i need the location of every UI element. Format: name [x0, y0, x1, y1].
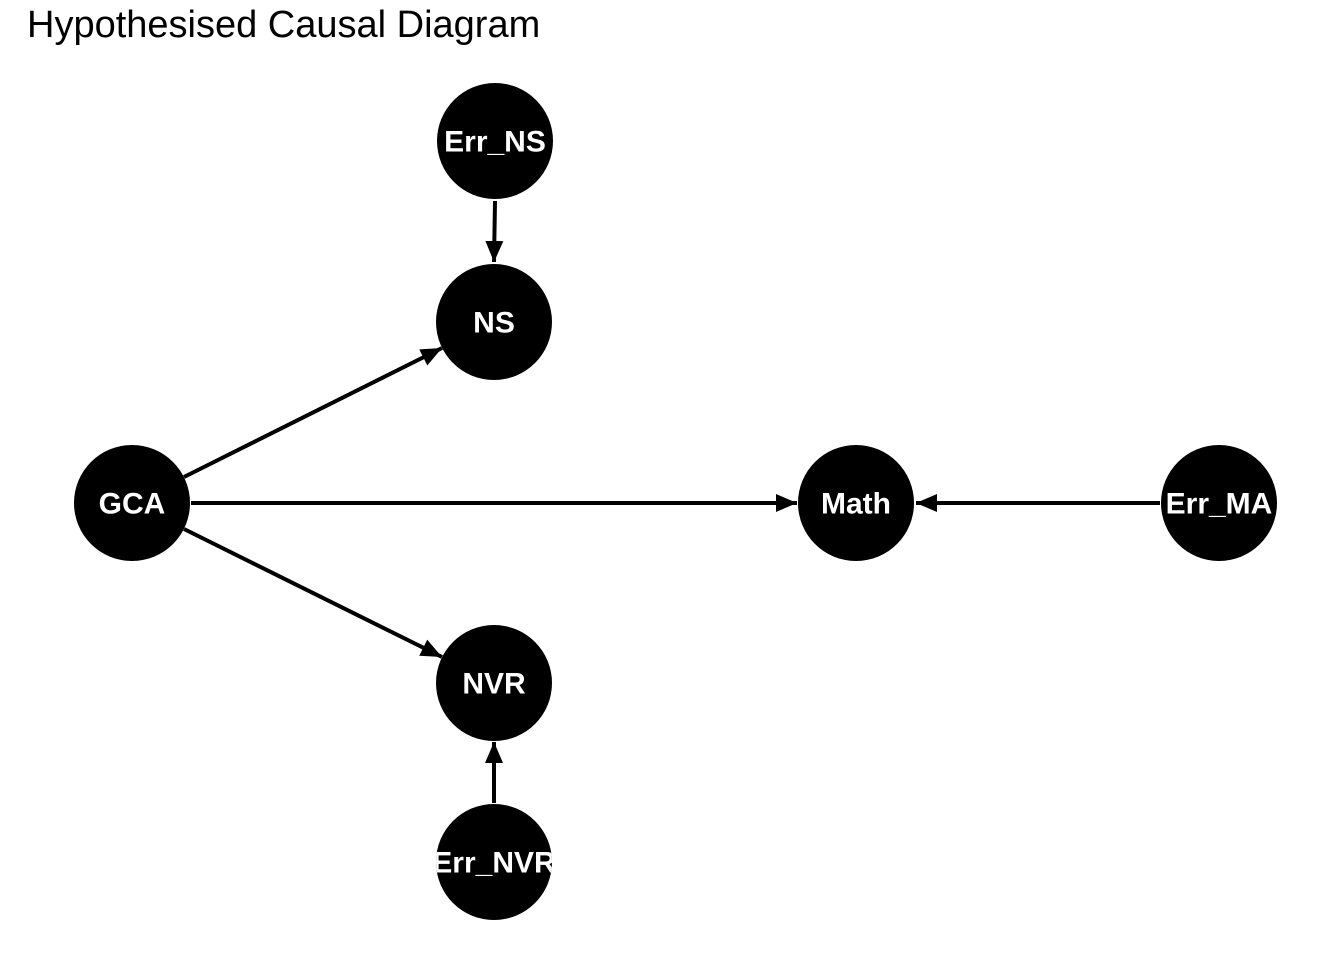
node-gca-label: GCA	[99, 488, 166, 521]
edge-err-ns-to-ns	[485, 200, 504, 263]
node-err-ns: Err_NS	[437, 83, 553, 199]
node-math-label: Math	[821, 488, 891, 521]
node-err-ma-label: Err_MA	[1166, 488, 1273, 521]
node-err-ma-circle	[1161, 445, 1277, 561]
node-ns-circle	[436, 264, 552, 380]
edge-gca-to-ns	[183, 346, 443, 479]
edge-gca-to-nvr	[183, 527, 443, 659]
diagram-title: Hypothesised Causal Diagram	[27, 4, 541, 46]
node-err-nvr: Err_NVR	[432, 804, 556, 920]
node-math-circle	[798, 445, 914, 561]
node-gca-circle	[74, 445, 190, 561]
nodes-layer: Err_NS NS GCA Math Err_MA NVR	[74, 83, 1277, 920]
node-nvr-label: NVR	[462, 668, 526, 701]
node-err-ma: Err_MA	[1161, 445, 1277, 561]
node-nvr-circle	[436, 625, 552, 741]
node-err-ns-circle	[437, 83, 553, 199]
node-err-ns-label: Err_NS	[444, 126, 546, 159]
node-nvr: NVR	[436, 625, 552, 741]
node-ns: NS	[436, 264, 552, 380]
node-err-nvr-label: Err_NVR	[432, 847, 556, 880]
node-gca: GCA	[74, 445, 190, 561]
node-err-nvr-circle	[436, 804, 552, 920]
node-ns-label: NS	[473, 307, 515, 340]
edges-layer	[183, 200, 1160, 803]
node-math: Math	[798, 445, 914, 561]
